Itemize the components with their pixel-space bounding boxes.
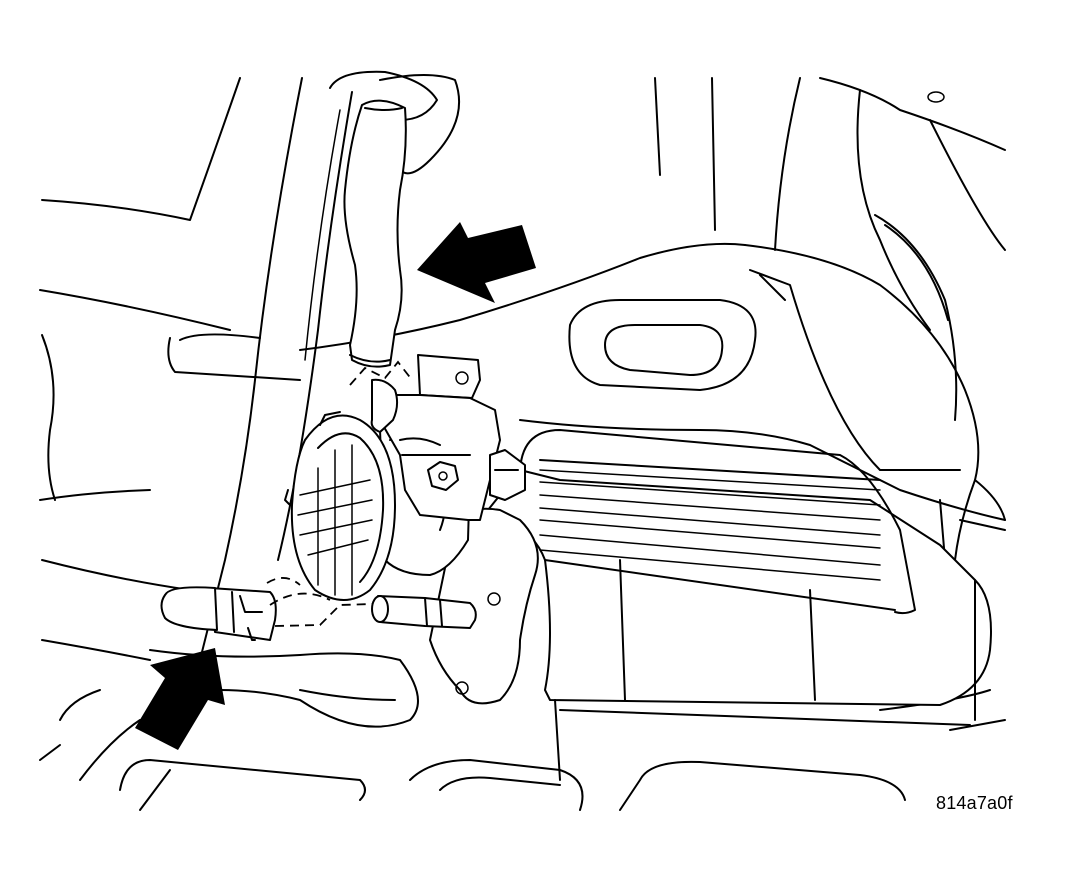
callout-arrow-lower: [135, 648, 225, 750]
figure-id-label: 814a7a0f: [936, 793, 1013, 813]
canister-housing: [479, 429, 1006, 781]
routing-dash-lines: [266, 360, 413, 627]
vent-hose: [329, 70, 438, 368]
hose-nipple: [371, 595, 477, 629]
callout-arrow-upper: [417, 222, 536, 303]
valve-assembly: [284, 354, 526, 601]
electrical-connector: [160, 586, 277, 641]
